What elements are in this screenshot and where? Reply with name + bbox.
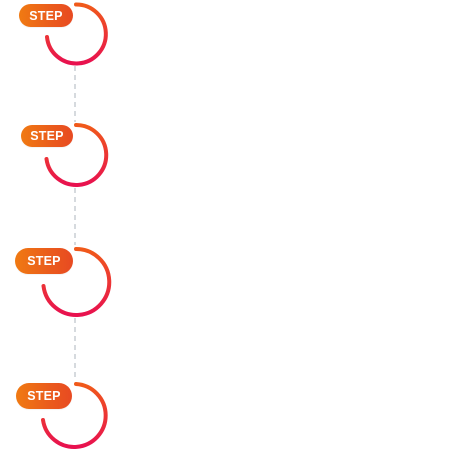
- step-ring-icon: [45, 2, 108, 66]
- step-badge-3: STEP: [15, 248, 73, 274]
- step-badge-4: STEP: [16, 383, 72, 409]
- step-badge-1: STEP: [19, 4, 73, 27]
- step-ring-icon: [44, 122, 109, 187]
- step-label: STEP: [30, 129, 64, 143]
- step-label: STEP: [27, 389, 61, 403]
- step-badge-2: STEP: [21, 125, 73, 147]
- step-ring-icon: [41, 246, 112, 317]
- step-ring-icon: [41, 382, 108, 449]
- step-label: STEP: [27, 254, 61, 268]
- step-label: STEP: [29, 8, 63, 23]
